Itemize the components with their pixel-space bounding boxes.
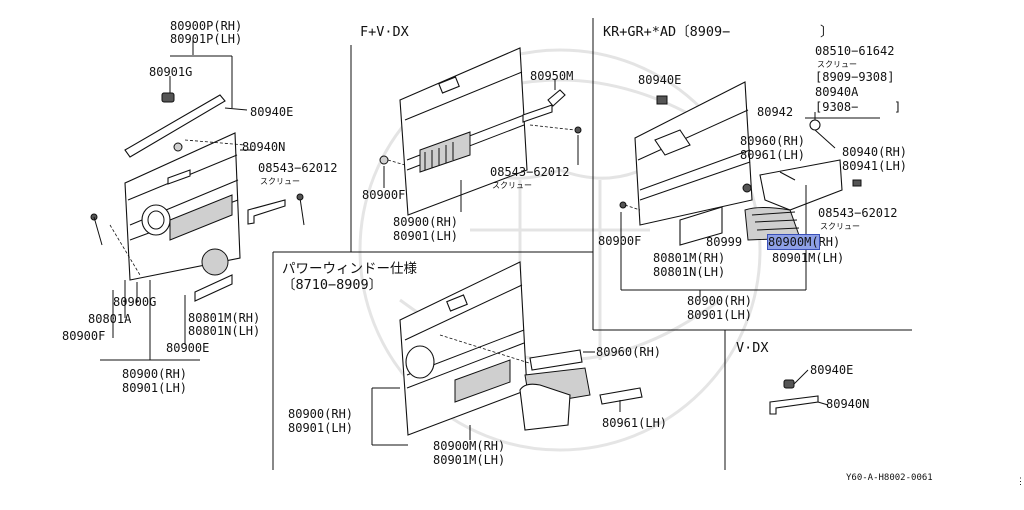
screw-label: スクリュー [260, 177, 300, 186]
part-label-80900[interactable]: 80900(RH) [393, 215, 459, 229]
screw-label: スクリュー [492, 181, 532, 190]
part-label-80901m[interactable]: 80901M(LH) [772, 251, 845, 265]
part-label-80900[interactable]: 80900(RH) [288, 407, 354, 421]
part-label-80900e[interactable]: 80900E [166, 341, 210, 355]
part-label-80942[interactable]: 80942 [757, 105, 794, 119]
part-label-80960[interactable]: 80960(RH) [740, 134, 806, 148]
part-label-80801n[interactable]: 80801N(LH) [653, 265, 726, 279]
part-label-80900[interactable]: 80900(RH) [122, 367, 188, 381]
section-title-kr-gr-ad-close: 〕 [820, 24, 834, 40]
part-label-80901m[interactable]: 80901M(LH) [433, 453, 506, 467]
part-label-08543-62012[interactable]: 08543−62012 [258, 161, 338, 175]
diagram-code: Y60-A-H8002-0061 [846, 473, 933, 483]
part-label-80961[interactable]: 80961(LH) [602, 416, 668, 430]
left-door-trim [90, 92, 305, 302]
range-label: [9308− [815, 100, 859, 114]
part-label-80900p[interactable]: 80900P(RH) [170, 19, 243, 33]
section-title-power-window: パワーウィンドー仕様 [282, 261, 417, 277]
fvdx-door-trim [379, 47, 582, 216]
part-label-80801n[interactable]: 80801N(LH) [188, 324, 261, 338]
part-label-80801m[interactable]: 80801M(RH) [188, 311, 261, 325]
part-label-80900m-highlighted[interactable]: 80900M(RH) [767, 234, 841, 250]
part-label-08543-62012[interactable]: 08543−62012 [818, 206, 898, 220]
part-label-80940a[interactable]: 80940A [815, 85, 859, 99]
part-label-80940n[interactable]: 80940N [242, 140, 286, 154]
part-label-80900g[interactable]: 80900G [113, 295, 157, 309]
range-label: [8909−9308] [815, 70, 895, 84]
part-label-80901[interactable]: 80901(LH) [687, 308, 753, 322]
part-label-80961[interactable]: 80961(LH) [740, 148, 806, 162]
part-label-80960[interactable]: 80960(RH) [596, 345, 662, 359]
part-label-80901[interactable]: 80901(LH) [288, 421, 354, 435]
kr-door-trim [619, 81, 880, 297]
scroll-marker: ⋮ [1016, 477, 1024, 487]
pw-door-trim [371, 261, 643, 446]
range-label-close: ] [894, 100, 902, 114]
part-label-80950m[interactable]: 80950M [530, 69, 574, 83]
section-title-power-window-range: 〔8710−8909〕 [282, 277, 383, 293]
part-label-80940n[interactable]: 80940N [826, 397, 870, 411]
part-label-80941[interactable]: 80941(LH) [842, 159, 908, 173]
vdx-parts [769, 369, 829, 415]
part-label-80940[interactable]: 80940(RH) [842, 145, 908, 159]
section-title-kr-gr-ad: KR+GR+*AD〔8909− [603, 24, 731, 40]
part-label-80900f[interactable]: 80900F [362, 188, 406, 202]
section-title-fv-dx: F+V·DX [360, 24, 409, 40]
part-label-80940e[interactable]: 80940E [250, 105, 294, 119]
part-label-08510-61642[interactable]: 08510−61642 [815, 44, 895, 58]
part-label-80901p[interactable]: 80901P(LH) [170, 32, 243, 46]
part-label-80901g[interactable]: 80901G [149, 65, 193, 79]
part-label-80900f[interactable]: 80900F [598, 234, 642, 248]
part-label-80940e[interactable]: 80940E [810, 363, 854, 377]
part-label-80999[interactable]: 80999 [706, 235, 743, 249]
part-label-suffix: RH) [818, 235, 841, 249]
part-label-80801m[interactable]: 80801M(RH) [653, 251, 726, 265]
section-borders [272, 18, 912, 470]
part-label-80940e[interactable]: 80940E [638, 73, 682, 87]
left-leaders [100, 40, 255, 361]
part-label-80900m[interactable]: 80900M(RH) [433, 439, 506, 453]
part-label-80801a[interactable]: 80801A [88, 312, 132, 326]
screw-label: スクリュー [820, 222, 860, 231]
part-label-80901[interactable]: 80901(LH) [122, 381, 188, 395]
section-title-v-dx: V·DX [736, 340, 769, 356]
part-label-08543-62012[interactable]: 08543−62012 [490, 165, 570, 179]
part-label-80900[interactable]: 80900(RH) [687, 294, 753, 308]
part-label-80901[interactable]: 80901(LH) [393, 229, 459, 243]
highlight-marker[interactable]: 80900M( [767, 234, 820, 250]
part-label-80900f[interactable]: 80900F [62, 329, 106, 343]
screw-label: スクリュー [817, 60, 857, 69]
